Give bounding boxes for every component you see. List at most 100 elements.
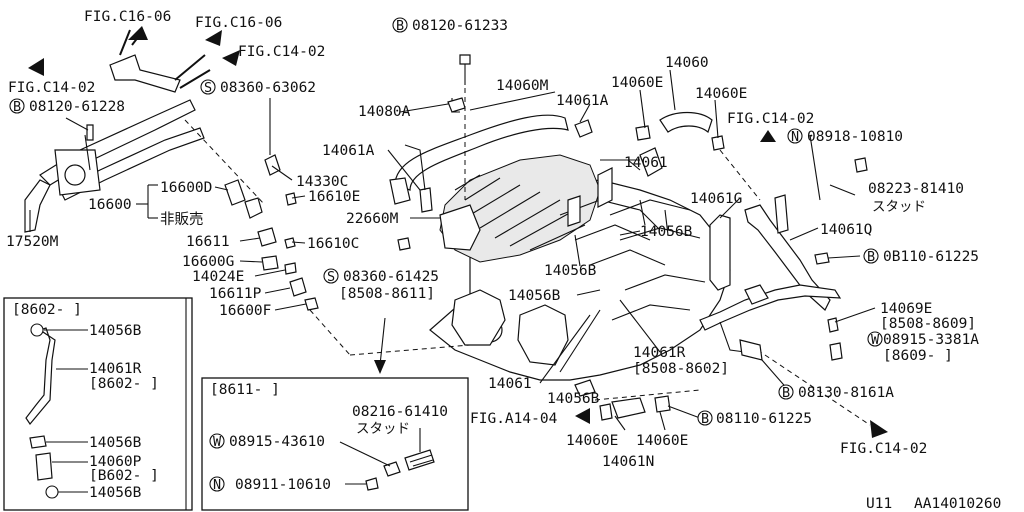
hose-14060 bbox=[659, 111, 713, 134]
label-14056b-b: 14056B bbox=[544, 263, 597, 279]
label-22660m: 22660M bbox=[346, 211, 399, 227]
arrow-fig-a14-04 bbox=[575, 408, 590, 424]
label-08360-61425: 08360-61425 bbox=[343, 269, 439, 285]
label-08360-63062: 08360-63062 bbox=[220, 80, 316, 96]
svg-text:B: B bbox=[782, 385, 790, 401]
arrow-fig-c16-06-a bbox=[128, 26, 148, 46]
label-fig-a14-04: FIG.A14-04 bbox=[470, 411, 558, 427]
label-14330c: 14330C bbox=[296, 174, 348, 190]
fuel-rail-17520m bbox=[24, 29, 211, 233]
label-14060e-c: 14060E bbox=[566, 433, 618, 449]
engine-intake-manifold bbox=[429, 154, 731, 381]
arrow-fig-c14-02-b bbox=[28, 58, 44, 76]
label-16600d: 16600D bbox=[160, 180, 212, 196]
svg-text:B: B bbox=[13, 99, 21, 115]
label-hihanbai: 非販売 bbox=[160, 211, 204, 228]
label-fig-c16-06-b: FIG.C16-06 bbox=[195, 15, 282, 31]
label-08915-3381a: 08915-3381A bbox=[883, 332, 979, 348]
inset-label-14060p-range: [B602- ] bbox=[89, 468, 159, 484]
svg-text:B: B bbox=[396, 18, 404, 34]
footer-model: U11 bbox=[866, 496, 892, 512]
inset-left bbox=[3, 297, 193, 511]
part-labels: FIG.C16-06 FIG.C16-06 FIG.C14-02 FIG.C14… bbox=[6, 9, 1001, 512]
label-16600f: 16600F bbox=[219, 303, 271, 319]
svg-text:N: N bbox=[791, 129, 799, 145]
label-08120-61228: 08120-61228 bbox=[29, 99, 125, 115]
svg-text:B: B bbox=[701, 411, 709, 427]
svg-text:W: W bbox=[871, 332, 880, 348]
label-08915-43610: 08915-43610 bbox=[229, 434, 325, 450]
label-14061n: 14061N bbox=[602, 454, 654, 470]
label-14069e: 14069E bbox=[880, 301, 932, 317]
label-14061-b: 14061 bbox=[488, 376, 532, 392]
label-14061q: 14061Q bbox=[820, 222, 872, 238]
label-14056b-a: 14056B bbox=[640, 224, 693, 240]
label-16600g: 16600G bbox=[182, 254, 234, 270]
arrow-fig-c16-06-b bbox=[205, 30, 222, 46]
label-08130-8161a: 08130-8161A bbox=[798, 385, 894, 401]
arrow-fig-c14-02-c bbox=[760, 130, 776, 142]
arrow-to-inset bbox=[374, 360, 386, 374]
label-08223-81410: 08223-81410 bbox=[868, 181, 964, 197]
inset-label-14060p: 14060P bbox=[89, 454, 142, 470]
label-stud-a: スタッド bbox=[872, 199, 926, 215]
label-16610e: 16610E bbox=[308, 189, 360, 205]
arrow-fig-c14-02-a bbox=[222, 50, 240, 66]
label-16611: 16611 bbox=[186, 234, 230, 250]
leader-lines bbox=[29, 69, 876, 431]
label-08911-10610: 08911-10610 bbox=[235, 477, 331, 493]
label-16611p: 16611P bbox=[209, 286, 262, 302]
hose-14060m bbox=[389, 114, 569, 205]
inset-left-header: [8602- ] bbox=[12, 302, 82, 318]
label-14056b-c: 14056B bbox=[508, 288, 561, 304]
svg-text:B: B bbox=[867, 249, 875, 265]
symbol-letters: B B S N B S W B B W N bbox=[13, 18, 880, 493]
svg-text:S: S bbox=[327, 269, 335, 285]
inset-bottom-header: [8611- ] bbox=[210, 382, 280, 398]
label-14060m: 14060M bbox=[496, 78, 549, 94]
svg-text:N: N bbox=[213, 477, 221, 493]
label-14060e-d: 14060E bbox=[636, 433, 688, 449]
label-14061: 14061 bbox=[624, 155, 668, 171]
label-14060e-a: 14060E bbox=[611, 75, 663, 91]
label-08918-10810: 08918-10810 bbox=[807, 129, 903, 145]
inset-label-14056b-1: 14056B bbox=[89, 323, 142, 339]
label-14061a-b: 14061A bbox=[322, 143, 375, 159]
label-17520m: 17520M bbox=[6, 234, 59, 250]
label-range-8609: [8609- ] bbox=[883, 348, 953, 364]
label-fig-c14-02-d: FIG.C14-02 bbox=[840, 441, 927, 457]
label-14061a-a: 14061A bbox=[556, 93, 609, 109]
label-fig-c16-06-a: FIG.C16-06 bbox=[84, 9, 171, 25]
label-08110-61225: 08110-61225 bbox=[716, 411, 812, 427]
label-14061g: 14061G bbox=[690, 191, 742, 207]
label-range-8508-8602: [8508-8602] bbox=[633, 361, 729, 377]
label-08216-61410: 08216-61410 bbox=[352, 404, 448, 420]
footer-code: AA14010260 bbox=[914, 496, 1001, 512]
label-range-8508-8611: [8508-8611] bbox=[339, 286, 435, 302]
inset-bottom bbox=[201, 377, 469, 511]
label-14080a: 14080A bbox=[358, 104, 411, 120]
label-14056b-d: 14056B bbox=[547, 391, 600, 407]
label-range-8508-8609: [8508-8609] bbox=[880, 316, 976, 332]
symbol-circles bbox=[9, 17, 883, 492]
label-14024e: 14024E bbox=[192, 269, 244, 285]
inset-label-14056b-3: 14056B bbox=[89, 485, 142, 501]
label-16610c: 16610C bbox=[307, 236, 359, 252]
inset-label-14061r-range: [8602- ] bbox=[89, 376, 159, 392]
label-16600: 16600 bbox=[88, 197, 132, 213]
label-stud-b: スタッド bbox=[356, 421, 410, 437]
label-fig-c14-02-c: FIG.C14-02 bbox=[727, 111, 814, 127]
label-08120-61233: 08120-61233 bbox=[412, 18, 508, 34]
arrow-fig-c14-02-d bbox=[870, 420, 888, 438]
inset-label-14061r: 14061R bbox=[89, 361, 142, 377]
pipe-assembly-14061q bbox=[699, 194, 842, 353]
label-fig-c14-02-a: FIG.C14-02 bbox=[238, 44, 325, 60]
label-14060: 14060 bbox=[665, 55, 709, 71]
label-0b110-61225: 0B110-61225 bbox=[883, 249, 979, 265]
svg-text:W: W bbox=[213, 434, 222, 450]
inset-label-14056b-2: 14056B bbox=[89, 435, 142, 451]
label-fig-c14-02-b: FIG.C14-02 bbox=[8, 80, 95, 96]
label-14061r: 14061R bbox=[633, 345, 686, 361]
